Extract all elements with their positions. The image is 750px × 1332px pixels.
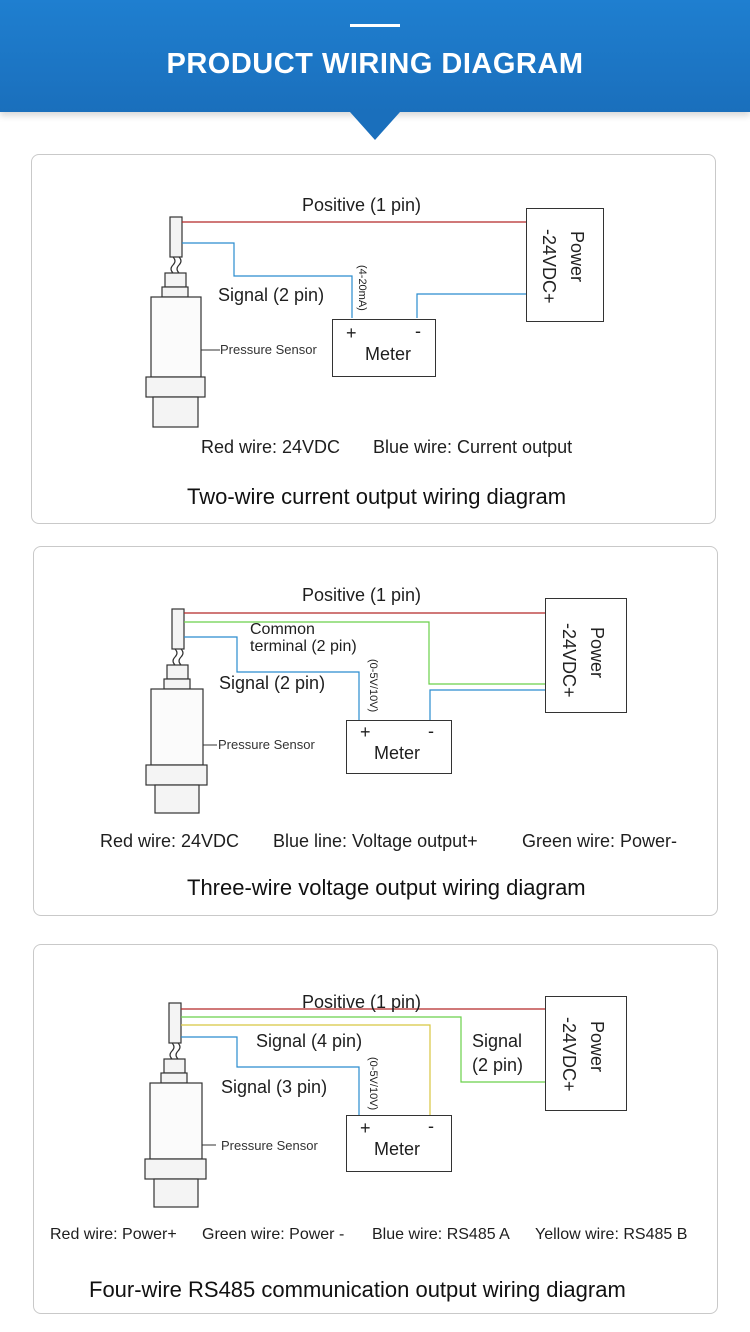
vdc-label: -24VDC+ <box>559 623 579 698</box>
header-notch <box>350 112 400 140</box>
diagram-card-four-wire: Positive (1 pin) Signal (4 pin) Signal (… <box>33 944 718 1314</box>
range-label: (0-5V/10V) <box>367 1057 379 1111</box>
meter-plus: + <box>346 323 357 343</box>
meter-box <box>346 1115 452 1172</box>
diagram-card-three-wire: Positive (1 pin) Common terminal (2 pin)… <box>33 546 718 916</box>
header-accent-line <box>350 24 400 27</box>
four-wire-diagram-graphic <box>144 1002 546 1208</box>
two-wire-diagram-graphic <box>145 216 527 428</box>
diagram-card-two-wire: Positive (1 pin) Signal (2 pin) (4-20mA)… <box>31 154 716 524</box>
signal-label: Signal (2 pin) <box>219 673 326 693</box>
sensor-label: Pressure Sensor <box>220 342 317 357</box>
vdc-label: -24VDC+ <box>539 229 559 304</box>
signal-3-label: Signal (3 pin) <box>221 1077 328 1097</box>
power-box <box>545 598 627 713</box>
power-box <box>545 996 627 1111</box>
meter-box <box>346 720 452 774</box>
common-label: Common <box>250 621 315 638</box>
meter-label: Meter <box>365 344 412 364</box>
power-label: Power <box>587 627 607 679</box>
vdc-label: -24VDC+ <box>559 1017 579 1092</box>
positive-label: Positive (1 pin) <box>302 195 422 215</box>
three-wire-diagram-graphic <box>145 608 546 814</box>
meter-minus: - <box>415 321 421 341</box>
positive-label: Positive (1 pin) <box>302 585 422 605</box>
diagram-caption: Two-wire current output wiring diagram <box>187 484 567 509</box>
common-terminal-label: terminal (2 pin) <box>250 638 357 655</box>
range-label: (0-5V/10V) <box>367 659 379 713</box>
pressure-sensor-drawing <box>144 1002 207 1208</box>
sensor-label: Pressure Sensor <box>221 1138 318 1153</box>
signal-2-label: Signal <box>472 1031 523 1051</box>
power-label: Power <box>587 1021 607 1073</box>
signal-2-pin-label: (2 pin) <box>472 1055 524 1075</box>
header-banner: PRODUCT WIRING DIAGRAM <box>0 0 750 112</box>
page-title: PRODUCT WIRING DIAGRAM <box>166 48 584 80</box>
legend-blue-wire: Blue line: Voltage output+ <box>273 831 478 851</box>
power-label: Power <box>567 231 587 283</box>
meter-plus: + <box>360 1118 371 1138</box>
legend-green-wire: Green wire: Power - <box>202 1226 345 1243</box>
signal-4-label: Signal (4 pin) <box>256 1031 363 1051</box>
legend-red-wire: Red wire: 24VDC <box>100 831 240 851</box>
legend-yellow-wire: Yellow wire: RS485 B <box>535 1226 688 1243</box>
legend-blue-wire: Blue wire: RS485 A <box>372 1226 510 1243</box>
legend-red-wire: Red wire: Power+ <box>50 1226 177 1243</box>
meter-minus: - <box>428 721 434 741</box>
sensor-label: Pressure Sensor <box>218 737 315 752</box>
signal-label: Signal (2 pin) <box>218 285 325 305</box>
diagram-caption: Three-wire voltage output wiring diagram <box>187 875 586 900</box>
meter-box <box>332 319 436 377</box>
legend-blue-wire: Blue wire: Current output <box>373 437 573 457</box>
legend-red-wire: Red wire: 24VDC <box>201 437 341 457</box>
pressure-sensor-drawing <box>145 216 206 428</box>
meter-plus: + <box>360 722 371 742</box>
meter-minus: - <box>428 1116 434 1136</box>
meter-label: Meter <box>374 1139 421 1159</box>
diagram-caption: Four-wire RS485 communication output wir… <box>89 1277 626 1302</box>
power-box <box>526 208 604 322</box>
legend-green-wire: Green wire: Power- <box>522 831 678 851</box>
positive-label: Positive (1 pin) <box>302 992 422 1012</box>
meter-label: Meter <box>374 743 421 763</box>
pressure-sensor-drawing <box>145 608 208 814</box>
range-label: (4-20mA) <box>356 265 368 311</box>
